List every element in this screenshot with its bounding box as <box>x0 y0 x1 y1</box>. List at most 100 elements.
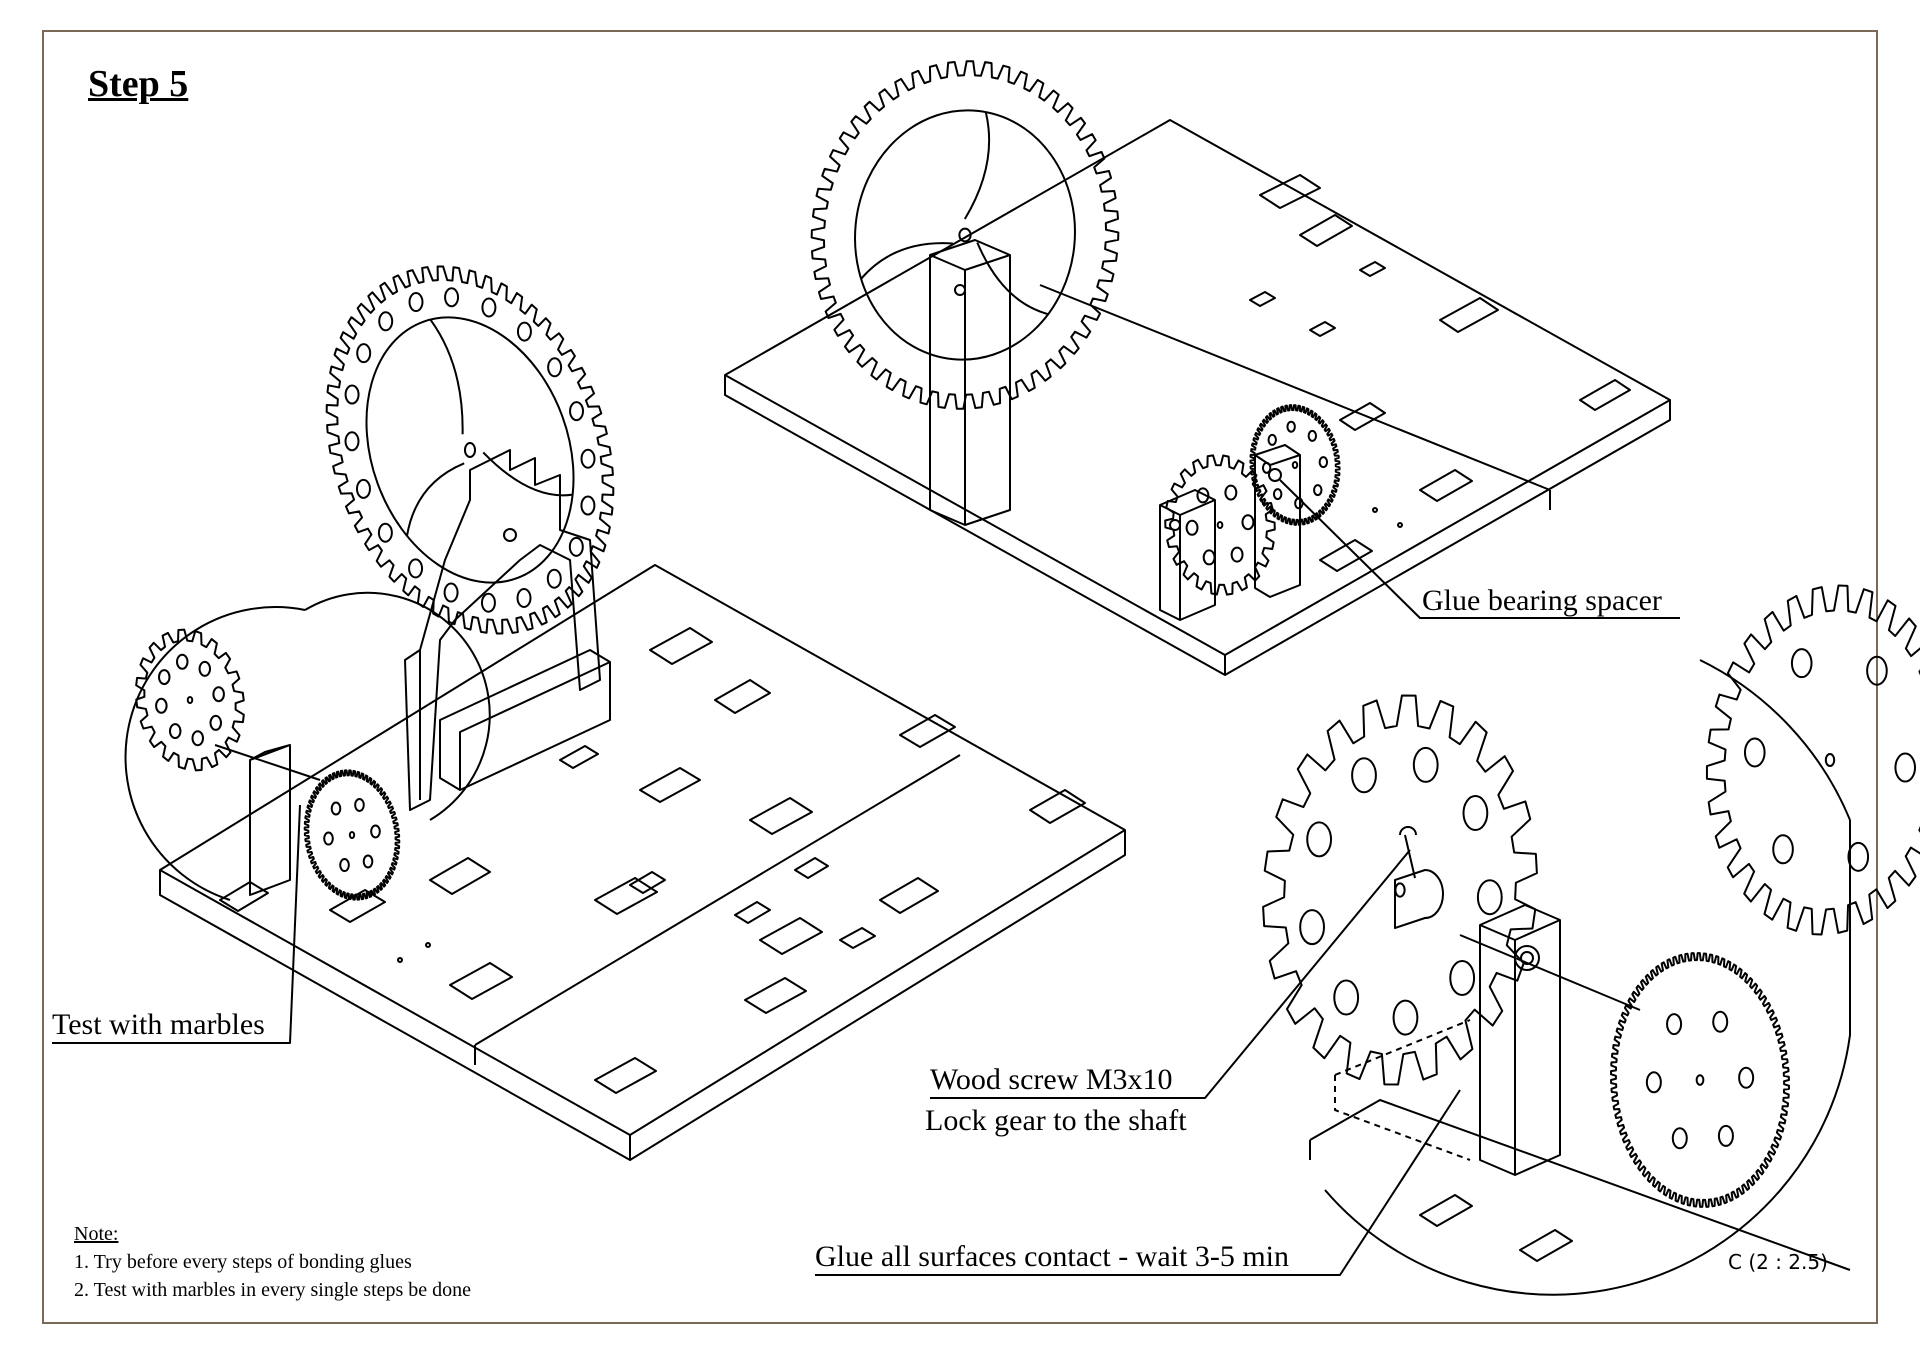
gear-hub <box>1695 1074 1705 1086</box>
note-item: 2. Test with marbles in every single ste… <box>74 1279 472 1301</box>
gear-hole <box>198 660 212 677</box>
gear-hole <box>1790 648 1813 679</box>
gear-hole <box>155 697 168 714</box>
top-bearing-spacer <box>1254 444 1301 598</box>
gear-hole <box>1666 1013 1683 1036</box>
gear-hole <box>1318 456 1329 469</box>
gear-hole <box>1306 821 1333 858</box>
gear-hole <box>168 723 182 740</box>
gear-hole <box>1717 1124 1734 1147</box>
top-support-post <box>929 239 1011 526</box>
gear-teeth <box>135 628 245 772</box>
gear-hole <box>212 686 225 703</box>
leader-bearing <box>1279 479 1680 619</box>
gear-hole <box>1645 1071 1662 1094</box>
gear-hub <box>463 442 477 458</box>
gear-hole <box>158 669 171 686</box>
gear-hub <box>186 696 194 704</box>
gear-hole <box>516 587 532 608</box>
detail-c <box>1262 584 1920 1296</box>
gear-spoke <box>964 111 991 220</box>
gear-hole <box>354 797 365 812</box>
gear-hole <box>344 384 360 405</box>
detail-c-large-gear <box>1262 694 1538 1086</box>
gear-hole <box>1272 488 1283 501</box>
callout-glue-surfaces: Glue all surfaces contact - wait 3-5 min <box>815 1240 1289 1273</box>
main-support-frame <box>404 449 601 811</box>
gear-hole <box>1412 746 1439 783</box>
gear-hole <box>1196 487 1210 504</box>
gear-hole <box>443 582 459 603</box>
gear-spoke <box>976 242 1049 316</box>
top-bearing-block <box>1159 489 1216 621</box>
gear-rim <box>365 316 575 584</box>
main-assembly <box>159 265 1126 1161</box>
gear-hole <box>580 448 596 469</box>
gear-hole <box>546 568 562 589</box>
main-large-gear <box>325 265 615 635</box>
notes-block: Note: 1. Try before every steps of bondi… <box>74 1220 471 1304</box>
gear-teeth <box>1609 952 1791 1208</box>
detail-c-ratchet-gear <box>1609 952 1791 1208</box>
leader-screw <box>930 849 1411 1099</box>
gear-hole <box>356 343 372 364</box>
detail-ratchet-gear-left <box>303 769 401 901</box>
gear-hub <box>1291 461 1299 469</box>
gear-spoke <box>482 451 573 497</box>
gear-hole <box>580 495 596 516</box>
gear-hole <box>355 478 371 499</box>
detail-circle-marbles <box>124 591 491 901</box>
gear-hole <box>323 831 334 846</box>
gear-hole <box>569 401 585 422</box>
gear-hole <box>362 854 374 869</box>
top-right-assembly <box>724 60 1671 676</box>
detail-small-gear-left <box>135 628 245 772</box>
main-spacer-block <box>439 649 611 791</box>
gear-hole <box>1772 834 1794 865</box>
gear-hub <box>1824 753 1836 767</box>
gear-hole <box>547 357 563 378</box>
gear-hole <box>1202 549 1216 566</box>
gear-hole <box>1462 795 1489 832</box>
gear-hole <box>330 801 342 816</box>
gear-hole <box>339 858 350 873</box>
gear-hole <box>176 653 189 670</box>
gear-hole <box>1671 1127 1688 1150</box>
gear-hole <box>1286 420 1296 433</box>
callout-lock-gear: Lock gear to the shaft <box>925 1104 1187 1137</box>
gear-hole <box>408 558 424 579</box>
gear-hole <box>1743 737 1766 768</box>
gear-hole <box>480 592 496 613</box>
detail-c-dashed-outline <box>1334 1019 1471 1161</box>
gear-hole <box>1299 909 1325 946</box>
detail-c-partial-gear <box>1705 584 1920 936</box>
gear-teeth <box>303 769 401 901</box>
gear-teeth <box>325 265 615 635</box>
gear-hole <box>1313 484 1323 497</box>
leader-marbles <box>52 804 301 1044</box>
gear-teeth <box>1164 454 1276 596</box>
gear-hole <box>378 311 394 332</box>
gear-hub <box>1394 882 1406 898</box>
drawing-frame <box>42 30 1878 1324</box>
gear-hub <box>348 831 356 839</box>
detail-bearing-block-left <box>249 744 291 896</box>
detail-c-screw <box>1399 826 1417 879</box>
gear-hole <box>1333 979 1360 1016</box>
gear-hole <box>377 522 393 543</box>
detail-scale-label: C (2 : 2.5) <box>1728 1250 1828 1274</box>
gear-teeth <box>1262 694 1538 1086</box>
top-base-plate <box>724 119 1671 676</box>
gear-hole <box>481 297 497 318</box>
step-title: Step 5 <box>88 63 189 105</box>
callout-wood-screw: Wood screw M3x10 <box>930 1063 1173 1096</box>
gear-hole <box>370 824 381 839</box>
leader-glue <box>815 1089 1461 1276</box>
top-small-gear <box>1164 454 1276 596</box>
gear-hole <box>1224 484 1238 501</box>
gear-hole <box>191 730 204 747</box>
gear-hole <box>1392 999 1419 1036</box>
notes-heading: Note: <box>74 1223 119 1245</box>
detail-c-hub <box>1394 869 1444 929</box>
